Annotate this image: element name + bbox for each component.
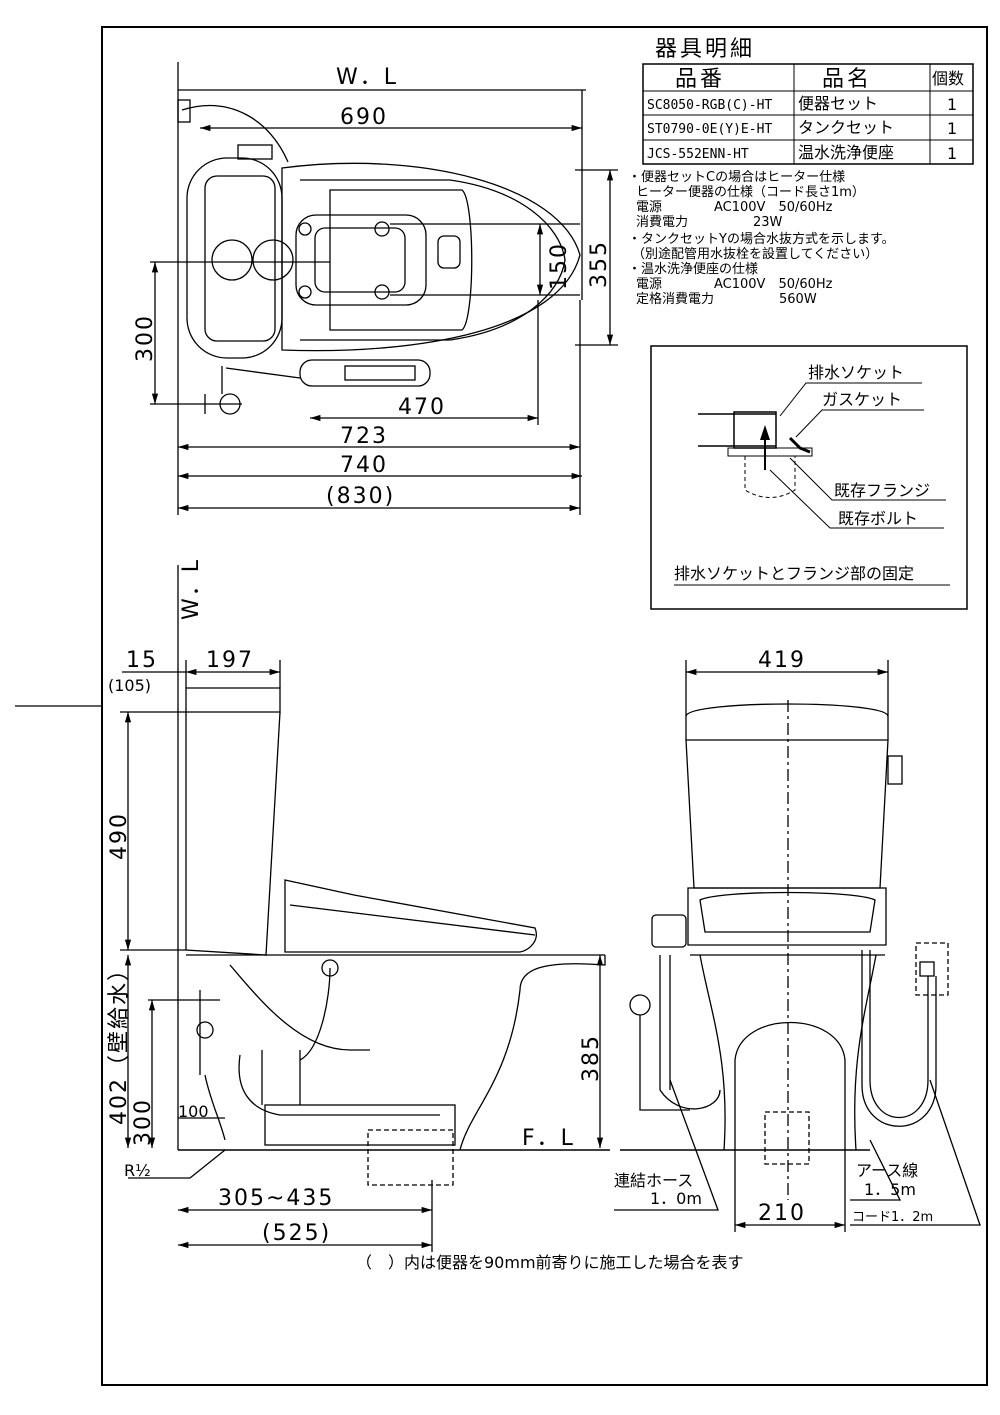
- row-2-qty: 1: [947, 119, 957, 138]
- plan-dim-355: 355: [587, 240, 612, 288]
- cord-length: コード1．2m: [852, 1210, 933, 1225]
- side-dim-197: 197: [206, 648, 254, 673]
- footnote: （ ）内は便器を90mm前寄りに施工した場合を表す: [356, 1253, 744, 1272]
- side-dim-100: 100: [178, 1102, 209, 1121]
- note-line: ・便器セットCの場合はヒーター仕様: [628, 170, 845, 185]
- row-3-name: 温水洗浄便座: [798, 143, 894, 162]
- detail-label-socket: 排水ソケット: [808, 363, 904, 382]
- side-fl-label: F．L: [522, 1126, 575, 1151]
- parts-table: 器具明細 品番 品名 個数 SC8050-RGB(C)-HT 便器セット 1 S…: [642, 37, 974, 165]
- plan-dim-740: 740: [340, 453, 388, 478]
- note-line: ・温水洗浄便座の仕様: [628, 262, 758, 277]
- drain-detail: 排水ソケット ガスケット 既存フランジ 既存ボルト 排水ソケットとフランジ部の固…: [650, 345, 968, 610]
- plan-dim-830: (830): [326, 484, 395, 509]
- side-r12-label: R½: [124, 1161, 151, 1180]
- side-dim-105: (105): [108, 676, 151, 695]
- side-dim-402: 402（壁給水）: [107, 957, 132, 1125]
- plan-dim-690: 690: [340, 105, 388, 130]
- sheet-border: [101, 26, 988, 1386]
- side-dim-305-435: 305~435: [218, 1186, 334, 1211]
- detail-label-gasket: ガスケット: [822, 390, 902, 409]
- plan-dim-300: 300: [133, 314, 158, 362]
- plan-dim-470: 470: [398, 395, 446, 420]
- row-2-name: タンクセット: [798, 118, 894, 137]
- earth-label: アース線: [856, 1161, 918, 1180]
- side-wl-label: W．L: [179, 558, 204, 620]
- note-line: 定格消費電力 560W: [636, 291, 817, 307]
- plan-view: [150, 62, 618, 515]
- note-line: 消費電力 23W: [636, 215, 783, 230]
- detail-label-flange: 既存フランジ: [834, 481, 930, 500]
- side-view: [120, 565, 610, 1252]
- side-dim-525: (525): [262, 1221, 331, 1246]
- side-dim-300: 300: [131, 1098, 156, 1146]
- row-1-qty: 1: [947, 95, 957, 114]
- header-qty: 個数: [932, 69, 964, 88]
- plan-dim-150: 150: [547, 242, 572, 290]
- front-dim-210: 210: [758, 1201, 806, 1226]
- note-line: 電源 AC100V 50/60Hz: [636, 277, 833, 292]
- hose-label: 連結ホース: [614, 1171, 693, 1190]
- row-2-code: ST0790-0E(Y)E-HT: [647, 122, 772, 137]
- side-dim-490: 490: [107, 812, 132, 860]
- side-dim-15: 15: [126, 648, 158, 673]
- front-view-labels: 419 210 連結ホース 1．0m アース線 1．5m コード1．2m: [614, 648, 933, 1226]
- side-view-labels: W．L 15 (105) 197 490 402（壁給水） 300 100 38…: [107, 558, 604, 1246]
- note-line: ・タンクセットYの場合水抜方式を示します。: [628, 231, 895, 247]
- front-dim-419: 419: [758, 648, 806, 673]
- front-view: [614, 660, 981, 1232]
- row-1-code: SC8050-RGB(C)-HT: [647, 98, 772, 113]
- side-dim-385: 385: [579, 1034, 604, 1082]
- header-code: 品番: [675, 67, 725, 92]
- note-line: 電源 AC100V 50/60Hz: [636, 200, 833, 215]
- spec-notes: ・便器セットCの場合はヒーター仕様 ヒーター便器の仕様（コード長さ1m） 電源 …: [628, 170, 895, 307]
- plan-dim-723: 723: [340, 424, 388, 449]
- plan-wl-label: W．L: [336, 65, 398, 90]
- earth-length: 1．5m: [864, 1180, 916, 1199]
- header-name: 品名: [822, 67, 872, 92]
- hose-length: 1．0m: [650, 1189, 702, 1208]
- note-line: （別途配管用水抜栓を設置してください）: [632, 246, 878, 262]
- plan-view-labels: W．L 690 355 150 300 470 723 740 (830): [133, 65, 612, 509]
- row-1-name: 便器セット: [798, 94, 878, 113]
- detail-caption: 排水ソケットとフランジ部の固定: [674, 564, 914, 583]
- row-3-code: JCS-552ENN-HT: [647, 147, 749, 162]
- detail-label-bolt: 既存ボルト: [838, 509, 918, 528]
- row-3-qty: 1: [947, 144, 957, 163]
- note-line: ヒーター便器の仕様（コード長さ1m）: [636, 185, 865, 200]
- parts-table-title: 器具明細: [655, 37, 755, 62]
